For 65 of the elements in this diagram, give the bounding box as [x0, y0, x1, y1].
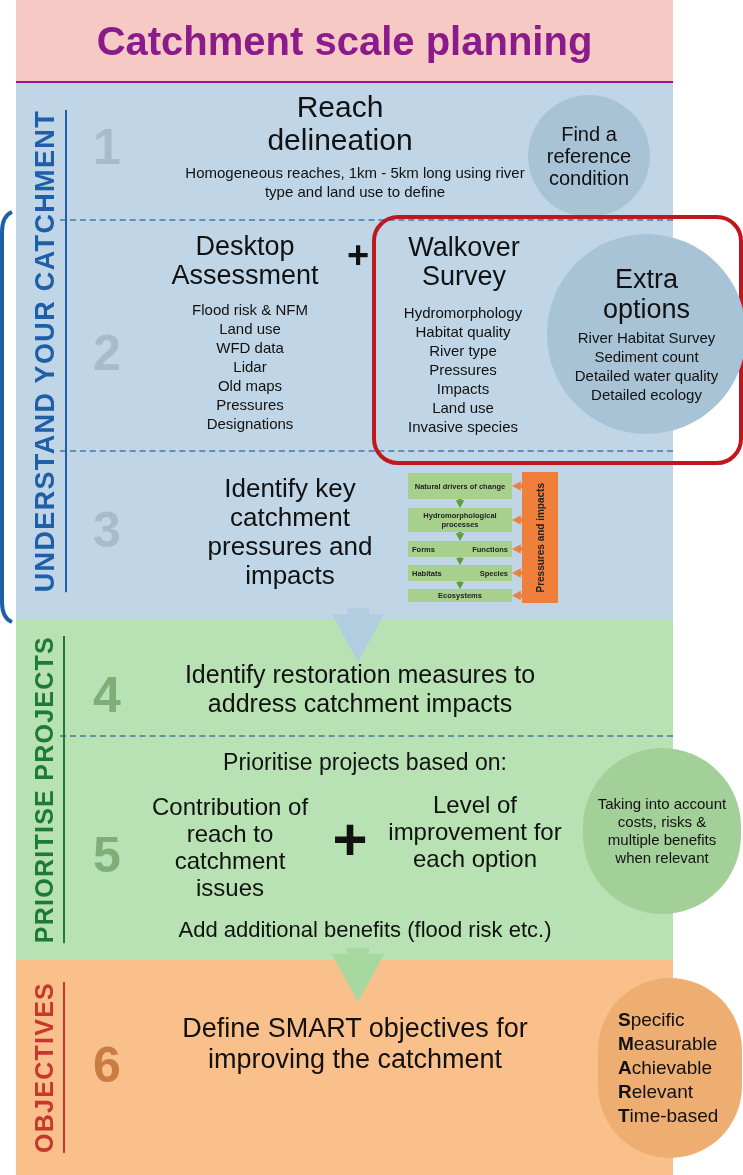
- arrow: [512, 568, 522, 578]
- diagram-title: Catchment scale planning: [96, 17, 593, 65]
- circle-text: Time-based: [618, 1104, 719, 1128]
- step-text: 6: [92, 1040, 122, 1090]
- step-text: WFD data: [215, 338, 285, 357]
- arrow: [512, 544, 522, 554]
- survey-item: Land use: [432, 398, 494, 417]
- survey-item: Hydromorphology: [403, 303, 523, 322]
- circle-text: River Habitat Survey: [577, 328, 716, 347]
- circle-text: Extra options: [601, 264, 692, 324]
- circle-text: Sediment count: [594, 347, 699, 366]
- step-text: Level of improvement for each option: [387, 791, 563, 872]
- step-text: Pressures: [215, 395, 285, 414]
- arrow: [455, 557, 465, 566]
- process-box: [408, 589, 512, 602]
- step-text: Lidar: [232, 357, 268, 376]
- arrow: [512, 481, 522, 491]
- process-box: [408, 473, 512, 499]
- arrow: [331, 608, 385, 662]
- step-text: +: [331, 810, 369, 870]
- step-text: 4: [92, 670, 122, 720]
- arrow: [512, 590, 522, 601]
- process-box: [408, 565, 512, 581]
- circle-text: Detailed ecology: [591, 385, 702, 404]
- circle-text: Relevant: [618, 1080, 693, 1104]
- step-text: 5: [92, 830, 122, 880]
- step-text: Old maps: [216, 376, 284, 395]
- step-text: Flood risk & NFM: [191, 300, 309, 319]
- step-text: Contribution of reach to catchment issues: [150, 793, 310, 901]
- arrow: [331, 948, 385, 1002]
- circle-text: Find a reference condition: [545, 123, 633, 189]
- circle-text: Measurable: [618, 1032, 718, 1056]
- survey-item: Pressures: [429, 360, 497, 379]
- circle-text: Taking into account costs, risks & multiple benefits when relevant: [596, 795, 728, 867]
- arrow: [455, 532, 465, 541]
- section-heading: UNDERSTAND YOUR CATCHMENT: [28, 110, 61, 593]
- step-text: Reach delineation: [266, 90, 414, 156]
- circle-text: Specific: [618, 1008, 685, 1032]
- highlight-box: [372, 215, 743, 465]
- arrow: [512, 515, 522, 525]
- step-text: Land use: [218, 319, 282, 338]
- survey-item: Habitat quality: [415, 322, 511, 341]
- arrow: [455, 581, 465, 590]
- section-heading: PRIORITISE PROJECTS: [29, 636, 60, 944]
- step-text: Identify key catchment pressures and impacts: [206, 474, 374, 590]
- step-text: Homogeneous reaches, 1km - 5km long using river type and land use to define: [184, 163, 526, 201]
- step-text: Add additional benefits (flood risk etc.): [177, 917, 553, 943]
- survey-heading: Walkover Survey: [407, 233, 521, 291]
- pressure-bar: [522, 472, 558, 603]
- process-box: [408, 508, 512, 532]
- step-text: Designations: [205, 414, 295, 433]
- step-text: Define SMART objectives for improving the catchment: [181, 1013, 529, 1075]
- step-text: Prioritise projects based on:: [222, 749, 508, 776]
- bar-text: Pressures and impacts: [533, 482, 547, 593]
- survey-item: River type: [429, 341, 497, 360]
- survey-item: Impacts: [436, 379, 490, 398]
- section-heading: OBJECTIVES: [29, 982, 60, 1153]
- circle-text: Detailed water quality: [574, 366, 719, 385]
- step-text: +: [345, 236, 371, 274]
- survey-item: Invasive species: [407, 417, 519, 436]
- step-text: Identify restoration measures to address catchment impacts: [183, 660, 537, 718]
- step-text: Desktop Assessment: [170, 232, 320, 290]
- process-box: [408, 541, 512, 557]
- arrow: [455, 499, 465, 508]
- circle-text: Achievable: [618, 1056, 712, 1080]
